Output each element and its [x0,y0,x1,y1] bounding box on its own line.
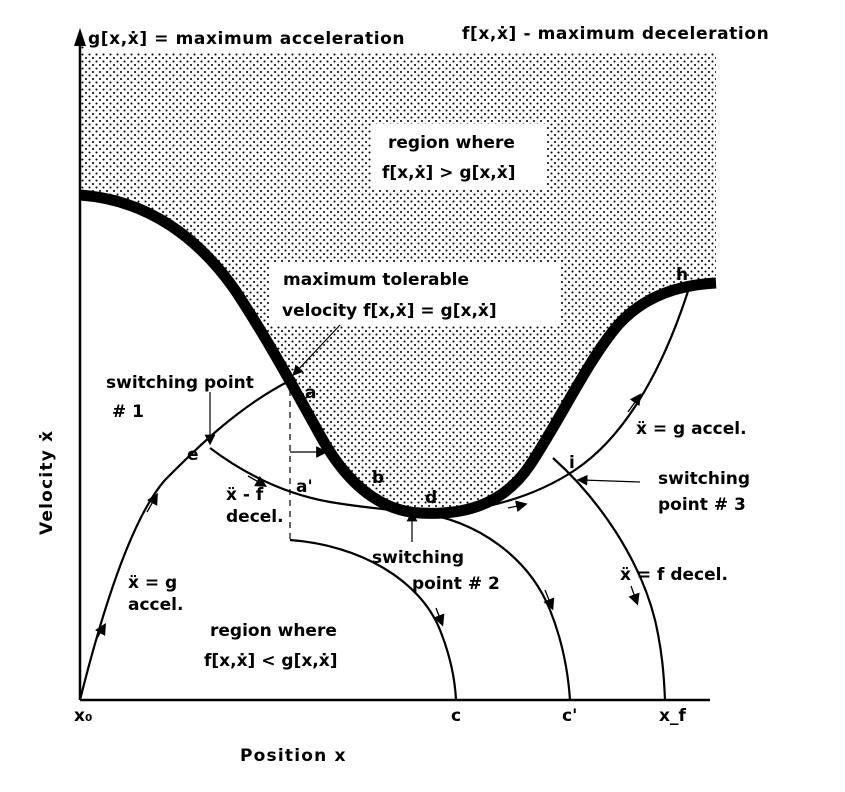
trajectory-decel-to-c [289,538,458,701]
point-a: a [305,383,316,403]
switching-point-2-line2: point # 2 [412,574,500,594]
accel-left-line2: accel. [128,595,183,615]
trajectory-decel-e-to-d [209,447,416,514]
point-h: h [676,265,688,285]
point-c-prime: c' [562,706,577,726]
header-label-box [84,22,814,52]
switching-point-3-line2: point # 3 [658,495,746,515]
arrow-decel-xf [628,585,640,606]
upper-region-label-line1: region where [388,133,515,153]
upper-region-label-line2: f[x,ẋ] > g[x,ẋ] [382,163,516,183]
arrow-decel-c [433,607,445,627]
point-d: d [425,488,437,508]
point-b: b [372,468,384,488]
x-start-label: x₀ [74,706,92,726]
upper-region-label-box [372,124,547,190]
curve-label-box [270,262,560,326]
x-axis-title: Position x [240,746,347,766]
arrow-accel-1 [94,622,106,641]
header-deceleration-label: f[x,ẋ] - maximum deceleration [462,24,769,44]
arrow-decel-e [247,475,268,487]
y-axis-title: Velocity ẋ [37,430,57,535]
trajectory-decel-to-c-prime [414,510,572,701]
y-axis-arrowhead [74,28,86,46]
curve-label-line1: maximum tolerable [283,270,469,290]
lower-region-label-line1: region where [210,621,337,641]
point-i: i [569,453,575,473]
x-final-label: x_f [659,706,686,726]
switching-point-1-line1: switching point [106,373,254,393]
header-acceleration-label: g[x,ẋ] = maximum acceleration [88,29,405,49]
switching-point-1-line2: # 1 [112,402,144,422]
arrow-accel-right-1 [507,500,528,512]
decel-line2: decel. [226,507,284,527]
accel-right-label: ẍ = g accel. [636,419,747,439]
accel-left-line1: ẍ = g [128,573,177,593]
decel-line1: ẍ - f [226,485,264,505]
pointer-curve-label [292,324,341,376]
arrow-accel-right-2 [627,393,642,413]
trajectory-decel-to-xf [552,457,667,701]
switching-point-2-line1: switching [372,548,464,568]
curve-label-line2: velocity f[x,ẋ] = g[x,ẋ] [282,301,497,321]
arrow-decel-c-prime [543,589,555,611]
lower-region-label-line2: f[x,ẋ] < g[x,ẋ] [204,651,338,671]
trajectory-accel-d-to-h [414,284,692,514]
point-c: c [451,706,461,726]
pointer-switching-3 [576,474,641,486]
point-a-prime: a' [296,477,313,497]
point-e: e [187,445,199,465]
switching-point-3-line1: switching [658,469,750,489]
arrow-accel-2 [146,492,158,513]
decel-right-label: ẍ = f decel. [620,565,728,585]
